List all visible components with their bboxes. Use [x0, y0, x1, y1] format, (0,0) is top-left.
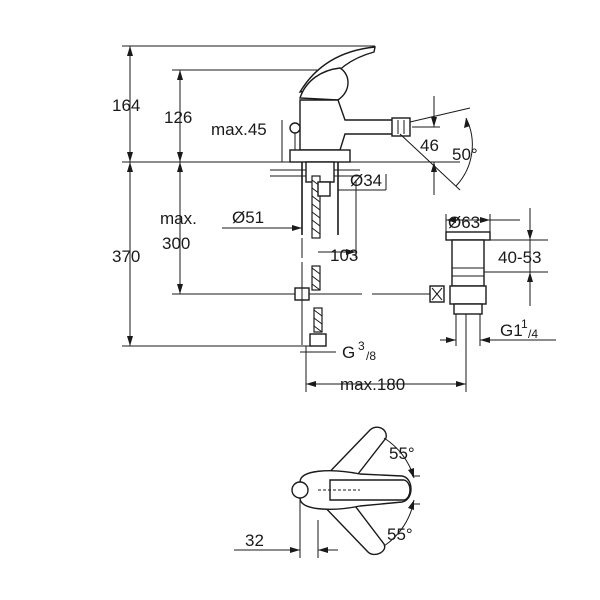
- dimension-50deg: 50°: [399, 107, 478, 191]
- top-view: 55° 55° 32: [234, 426, 420, 558]
- dim-46-label: 46: [420, 136, 439, 155]
- dimension-max300: max. 300: [160, 162, 197, 294]
- faucet-body: [270, 46, 411, 239]
- dimension-d63: Ø63: [445, 213, 520, 232]
- drain-assembly: [429, 231, 491, 315]
- side-view: 164 126 370 max. 300: [112, 45, 556, 394]
- dim-55-upper-label: 55°: [389, 444, 415, 463]
- dim-126-label: 126: [164, 108, 192, 127]
- angle-55-upper: 55°: [383, 437, 420, 479]
- dim-d34-label: Ø34: [350, 171, 382, 190]
- dimension-d34: Ø34: [338, 171, 387, 191]
- dim-g1-base: G1: [500, 321, 523, 340]
- dimension-g38: G 3 /8: [300, 339, 376, 363]
- dim-50deg-label: 50°: [452, 145, 478, 164]
- dim-g38-base: G: [342, 343, 355, 362]
- dim-max-label: max.: [160, 209, 197, 228]
- dimension-32: 32: [234, 498, 338, 558]
- dim-300-label: 300: [162, 234, 190, 253]
- dim-g38-den: /8: [366, 349, 376, 363]
- dim-max180-label: max.180: [340, 375, 405, 394]
- dim-370-label: 370: [112, 247, 140, 266]
- dim-164-label: 164: [112, 96, 140, 115]
- dimension-max45: max.45: [211, 120, 285, 163]
- dim-g1-num: 1: [521, 317, 528, 331]
- dim-d51-label: Ø51: [232, 208, 264, 227]
- angle-55-lower: 55°: [383, 499, 420, 547]
- dim-max45-label: max.45: [211, 120, 267, 139]
- dimension-164: 164: [112, 46, 140, 162]
- dim-g1-den: /4: [528, 327, 538, 341]
- dim-d63-label: Ø63: [448, 213, 480, 232]
- dimension-46: 46: [412, 96, 440, 195]
- dimension-126: 126: [164, 70, 192, 162]
- dim-55-lower-label: 55°: [387, 525, 413, 544]
- supply-hose: [309, 265, 327, 347]
- pop-up-rod: [284, 262, 432, 345]
- dim-103-label: 103: [330, 246, 358, 265]
- dim-40-53-label: 40-53: [498, 248, 541, 267]
- dim-g38-num: 3: [358, 339, 365, 353]
- dimension-d51: Ø51: [222, 208, 302, 231]
- dim-32-label: 32: [245, 531, 264, 550]
- dimension-103: 103: [318, 246, 358, 265]
- dimension-40-53: 40-53: [484, 208, 548, 306]
- dimension-g114: G1 1 /4: [440, 314, 556, 346]
- dimension-370: 370: [112, 162, 140, 346]
- dimension-max180: max.180: [305, 310, 467, 394]
